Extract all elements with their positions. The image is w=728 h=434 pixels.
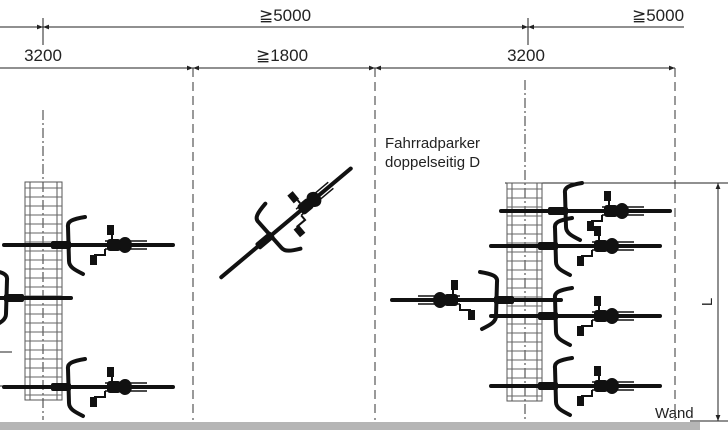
- dimension-top-right: ≧5000: [632, 6, 684, 25]
- bicycles: [0, 145, 672, 418]
- dimension-rack-right: 3200: [507, 46, 545, 65]
- product-label-line1: Fahrradparker: [385, 135, 480, 152]
- bicycle-icon: [499, 181, 672, 242]
- bicycle-icon: [489, 216, 662, 277]
- wall: [0, 422, 700, 430]
- dimension-rack-left: 3200: [24, 46, 62, 65]
- bicycle-icon: [489, 356, 662, 417]
- dimension-length: L: [699, 298, 716, 306]
- rack: [506, 182, 543, 402]
- product-label-line2: doppelseitig D: [385, 154, 480, 171]
- bicycle-icon: [0, 268, 73, 329]
- wall-label: Wand: [655, 405, 694, 422]
- bicycle-icon: [2, 215, 175, 276]
- dimension-aisle: ≧1800: [256, 46, 308, 65]
- bike-racks: [24, 181, 543, 402]
- bicycle-icon: [201, 145, 372, 302]
- dimension-top-left: ≧5000: [259, 6, 311, 25]
- bicycle-icon: [390, 270, 563, 331]
- rack: [24, 181, 63, 401]
- dimension-lines: [0, 18, 728, 422]
